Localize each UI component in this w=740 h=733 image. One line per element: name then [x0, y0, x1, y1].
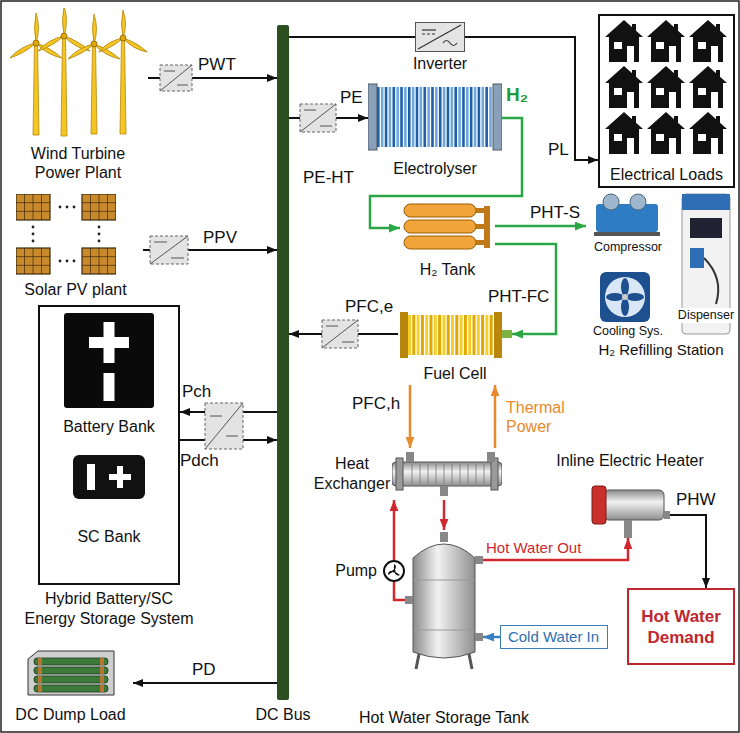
inlet-box: Cold Water In: [500, 625, 608, 649]
flow-connector: [483, 636, 500, 639]
component-label: Hybrid Battery/SC Energy Storage System: [19, 589, 199, 629]
refilling-station: CompressorDispenserCooling Sys. H₂ Refill…: [586, 190, 736, 360]
component-label: SC Bank: [59, 527, 159, 546]
flow-connector: [393, 500, 396, 560]
flow-connector: [289, 36, 415, 38]
component-label: Hot Water Demand: [629, 606, 733, 648]
component-icon: [398, 310, 512, 360]
flow-connector: [495, 225, 586, 228]
component-icon: [600, 16, 733, 156]
storage-tank: Hot Water Storage Tank: [405, 530, 483, 670]
component-label: Pump: [327, 561, 377, 580]
load-box: Electrical Loads: [598, 14, 735, 188]
component-label: Dispenser: [676, 308, 736, 323]
flow-connector: [483, 538, 628, 560]
component-label: Hot Water Storage Tank: [344, 708, 544, 727]
flow-connector: [465, 37, 598, 160]
battery-bank: Battery Bank: [49, 313, 169, 441]
component-icon: [8, 8, 148, 138]
flow-label: PFC,e: [345, 297, 393, 317]
component-label: Wind Turbine Power Plant: [8, 144, 148, 182]
component-icon: [405, 530, 483, 670]
flow-label: PHW: [676, 490, 716, 510]
component-label: Battery Bank: [49, 417, 169, 436]
dc-converter-symbol: [322, 320, 358, 348]
dc-bus: DC Bus: [277, 25, 289, 700]
flow-label: PHT-FC: [488, 287, 549, 307]
demand-box: Hot Water Demand: [627, 588, 735, 665]
flow-label: PFC,h: [352, 394, 400, 414]
component-label: Heat Exchanger: [312, 454, 392, 494]
flow-label: PE-HT: [303, 168, 354, 188]
component-label: Inline Electric Heater: [545, 451, 715, 470]
fuel-cell: Fuel Cell: [398, 310, 512, 385]
component-label: Solar PV plant: [8, 280, 143, 299]
component-icon: [368, 82, 502, 154]
dc-converter-symbol: [150, 236, 188, 264]
component-label: Cooling Sys.: [586, 324, 670, 339]
sc-bank: SC Bank: [59, 453, 159, 553]
pv-plant: Solar PV plant: [8, 190, 143, 302]
component-icon: [590, 476, 670, 538]
storage-system: Hybrid Battery/SC Energy Storage SystemB…: [38, 305, 180, 585]
flow-label: PWT: [198, 55, 236, 75]
pump: Pump: [383, 560, 405, 582]
dc-converter-symbol: [300, 104, 336, 132]
component-label: Compressor: [586, 240, 670, 255]
component-label: Electrolyser: [368, 159, 502, 178]
stream-label: H₂: [506, 84, 528, 106]
component-label: H₂ Tank: [400, 260, 495, 279]
dc-converter-symbol: [160, 65, 192, 91]
wind-plant: Wind Turbine Power Plant: [8, 8, 148, 188]
flow-label: Pch: [182, 382, 211, 402]
component-label: Fuel Cell: [398, 364, 512, 383]
dc-converter-symbol: [205, 403, 243, 449]
dump-load: DC Dump Load: [8, 645, 133, 730]
component-label: Electrical Loads: [600, 165, 733, 184]
flow-connector: [443, 500, 446, 530]
flow-connector: [133, 682, 277, 684]
electrolyser: Electrolyser: [368, 82, 502, 182]
component-label: Inverter: [400, 54, 480, 73]
electric-heater: Inline Electric Heater: [590, 476, 670, 538]
component-icon: [400, 200, 495, 256]
component-icon: [59, 453, 159, 503]
flow-label: Thermal Power: [506, 398, 576, 436]
flow-label: Pdch: [180, 451, 219, 471]
component-icon: [59, 313, 159, 408]
h2-tank: H₂ Tank: [400, 200, 495, 282]
component-label: Cold Water In: [501, 627, 606, 646]
flow-label: PE: [340, 88, 363, 108]
flow-label: PD: [192, 660, 216, 680]
component-icon: [392, 450, 502, 498]
component-icon: [26, 645, 116, 700]
flow-connector: [670, 515, 706, 588]
component-label: H₂ Refilling Station: [586, 341, 736, 359]
flow-label: Hot Water Out: [486, 539, 581, 557]
component-icon: [385, 562, 403, 580]
flow-label: PPV: [203, 228, 237, 248]
component-label: DC Bus: [247, 705, 319, 724]
flow-connector: [409, 385, 412, 448]
component-icon: [16, 194, 116, 276]
component-label: DC Dump Load: [8, 705, 133, 724]
inverter: Inverter: [415, 22, 465, 52]
flow-label: PL: [548, 140, 569, 160]
flow-label: PHT-S: [530, 203, 580, 223]
component-icon: [416, 23, 463, 50]
flow-connector: [394, 582, 405, 600]
flow-connector: [494, 385, 497, 448]
heat-exchanger: Heat Exchanger: [312, 448, 507, 500]
